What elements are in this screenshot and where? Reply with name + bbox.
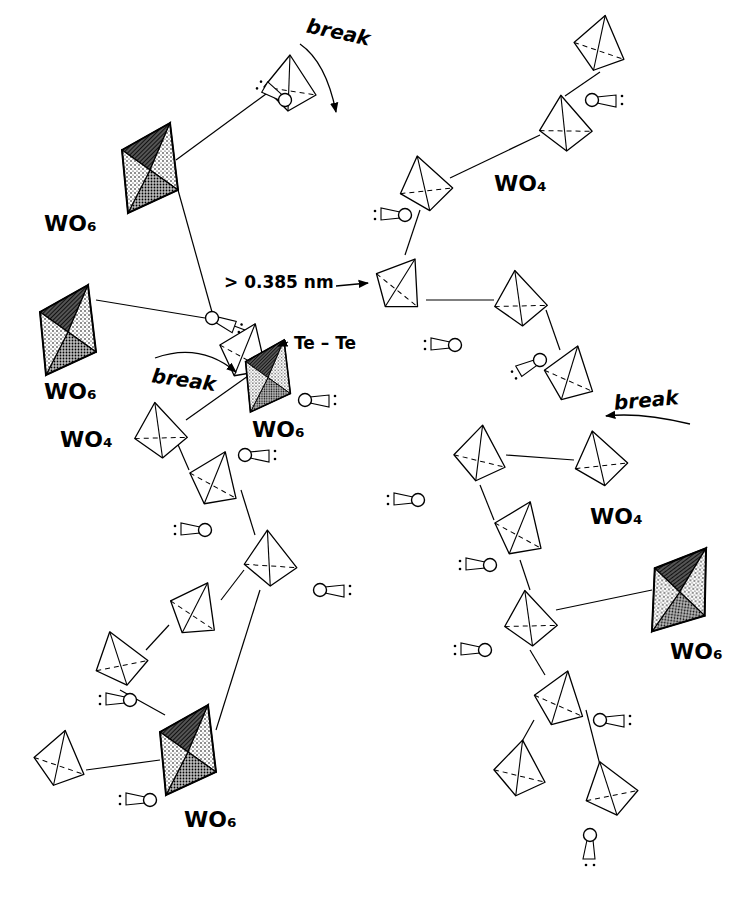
polyhedra xyxy=(499,586,560,650)
te-atoms xyxy=(583,829,597,867)
te-atoms xyxy=(424,338,462,352)
polyhedra xyxy=(160,572,231,645)
polyhedra xyxy=(30,11,714,823)
polyhedra xyxy=(570,11,631,75)
bond-lines xyxy=(216,590,260,730)
bond-lines xyxy=(178,190,212,312)
te-atoms xyxy=(586,94,624,108)
te-atoms xyxy=(374,208,412,222)
te-atoms xyxy=(594,714,632,728)
te-atoms xyxy=(314,584,352,598)
break-label: break xyxy=(611,386,681,414)
bond-lines xyxy=(480,485,494,520)
polyhedra xyxy=(452,423,509,483)
bond-lines xyxy=(86,72,652,770)
leader-arrows xyxy=(336,283,368,286)
bond-lines xyxy=(520,560,530,590)
polyhedra xyxy=(538,339,603,407)
polyhedra xyxy=(487,493,555,563)
bond-lines xyxy=(96,300,205,318)
polyhedron-label: WO₆ xyxy=(42,212,99,236)
te-atoms xyxy=(255,78,294,109)
polyhedra xyxy=(567,424,632,492)
polyhedra xyxy=(122,123,178,213)
leader-arrows xyxy=(606,415,690,424)
leader-arrows xyxy=(278,342,288,346)
leader-arrows xyxy=(300,44,336,112)
bond-lines xyxy=(506,455,574,460)
te-atoms xyxy=(239,449,277,463)
leader-arrows xyxy=(155,44,690,424)
bond-lines xyxy=(176,94,266,160)
break-label: break xyxy=(303,14,375,50)
polyhedra xyxy=(528,664,593,732)
polyhedron-label: WO₆ xyxy=(42,380,99,404)
bond-lines xyxy=(565,72,600,96)
polyhedra xyxy=(30,726,91,790)
break-label: break xyxy=(148,364,219,395)
te-atoms xyxy=(509,351,548,382)
distance-label: > 0.385 nm xyxy=(222,273,336,292)
polyhedra xyxy=(160,705,216,795)
te-atoms xyxy=(174,523,212,537)
polyhedra xyxy=(40,285,96,375)
te-atoms xyxy=(299,394,337,408)
bond-lines xyxy=(546,310,560,350)
polyhedron-label: WO₄ xyxy=(492,172,549,196)
atom-pair-label: Te – Te xyxy=(292,334,358,353)
te-atoms xyxy=(454,643,492,657)
polyhedra xyxy=(241,528,298,588)
polyhedron-label: WO₆ xyxy=(182,808,239,832)
te-atoms xyxy=(387,493,425,507)
te-atoms xyxy=(459,558,497,572)
te-atoms xyxy=(119,793,157,807)
polyhedra xyxy=(575,753,643,823)
bond-lines xyxy=(426,299,494,300)
te-atoms xyxy=(99,693,137,707)
polyhedron-label: WO₄ xyxy=(588,505,645,529)
polyhedra xyxy=(492,738,549,798)
te-atoms xyxy=(99,78,632,866)
bond-lines xyxy=(556,590,652,610)
polyhedron-label: WO₆ xyxy=(250,418,307,442)
polyhedra xyxy=(364,246,437,320)
bond-lines xyxy=(86,760,160,770)
polyhedra xyxy=(392,149,457,217)
bond-lines xyxy=(146,625,169,650)
polyhedron-label: WO₄ xyxy=(58,428,115,452)
bond-lines xyxy=(241,490,255,535)
polyhedra xyxy=(246,340,291,412)
polyhedra xyxy=(489,266,550,330)
polyhedra xyxy=(646,542,714,639)
polyhedra xyxy=(129,398,190,462)
polyhedron-label: WO₆ xyxy=(668,640,725,664)
bond-lines xyxy=(530,650,545,675)
te-atoms xyxy=(203,310,243,336)
polyhedra xyxy=(85,623,153,693)
bond-lines xyxy=(221,570,244,600)
